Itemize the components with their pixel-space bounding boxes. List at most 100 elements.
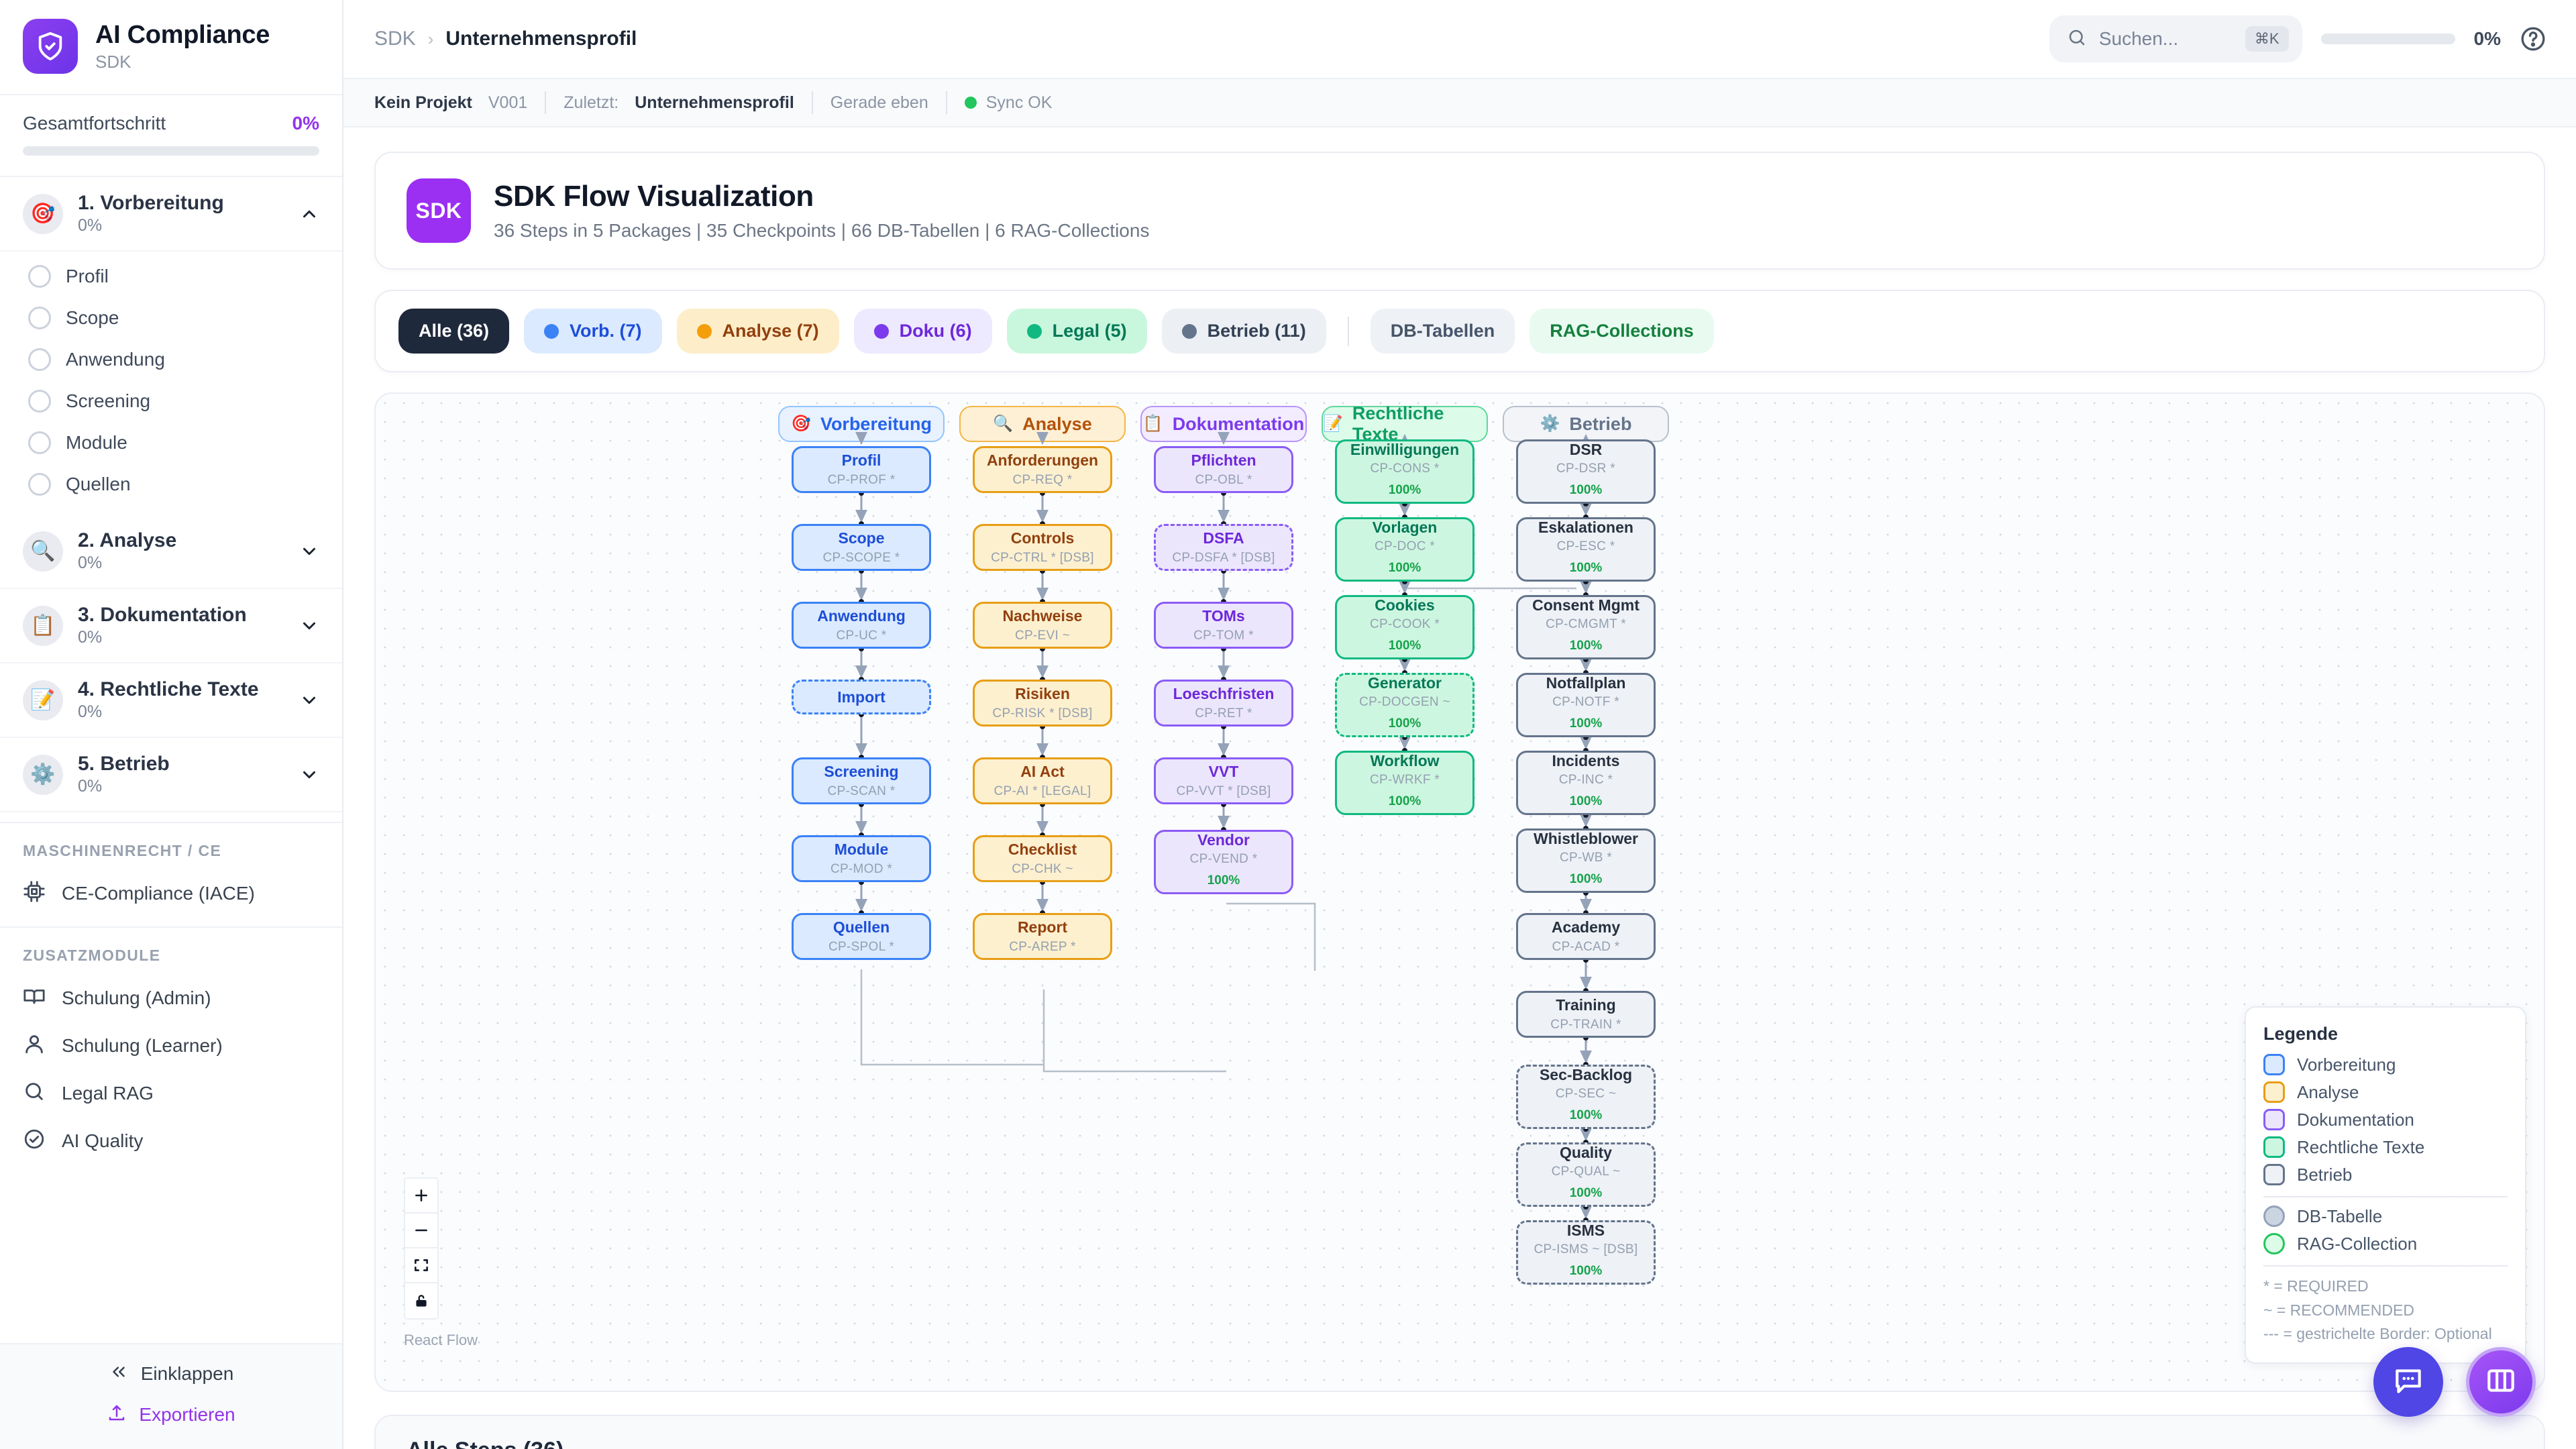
sidebar-item-module[interactable]: Module (0, 422, 342, 464)
book-icon (23, 985, 46, 1011)
filter-chip-rag-collections[interactable]: RAG-Collections (1529, 309, 1714, 354)
filter-chip-betrieb-11[interactable]: Betrieb (11) (1161, 309, 1326, 354)
panel-fab[interactable] (2466, 1347, 2536, 1417)
sidebar-phase-percent: 0% (78, 553, 103, 572)
content-scroll: SDK SDK Flow Visualization 36 Steps in 5… (343, 127, 2576, 1449)
sidebar-item-quellen[interactable]: Quellen (0, 464, 342, 505)
sidebar-item-label: Anwendung (66, 349, 165, 370)
sidebar-item-scope[interactable]: Scope (0, 297, 342, 339)
flow-node-title: Academy (1551, 918, 1621, 936)
chevron-down-icon[interactable] (299, 765, 319, 785)
chevron-down-icon[interactable] (299, 541, 319, 561)
sidebar-brand[interactable]: AI Compliance SDK (0, 0, 342, 95)
filter-chip-db-tabellen[interactable]: DB-Tabellen (1370, 309, 1515, 354)
chevron-down-icon[interactable] (299, 616, 319, 636)
sidebar-item-legal-rag[interactable]: Legal RAG (0, 1069, 342, 1117)
filter-chip-vorb-7[interactable]: Vorb. (7) (524, 309, 662, 354)
breadcrumb-root[interactable]: SDK (374, 28, 416, 50)
chevron-down-icon[interactable] (299, 690, 319, 710)
sidebar-item-schulung-admin[interactable]: Schulung (Admin) (0, 974, 342, 1022)
filter-chip-legal-5[interactable]: Legal (5) (1006, 309, 1147, 354)
zoom-in-button[interactable] (405, 1179, 437, 1214)
flow-node-import[interactable]: Import (792, 680, 931, 714)
chevron-right-icon: › (427, 28, 434, 49)
sidebar-item-schulung-learner[interactable]: Schulung (Learner) (0, 1022, 342, 1069)
chevron-up-icon[interactable] (299, 204, 319, 224)
search-input[interactable]: Suchen... ⌘K (2049, 15, 2302, 62)
flow-viewport[interactable]: 🎯Vorbereitung🔍Analyse📋Dokumentation📝Rech… (376, 394, 2544, 1391)
zoom-out-button[interactable] (405, 1214, 437, 1248)
export-button[interactable]: Exportieren (107, 1403, 235, 1426)
shield-check-icon (23, 19, 78, 74)
sidebar-item-profil[interactable]: Profil (0, 256, 342, 297)
filter-chip-doku-6[interactable]: Doku (6) (853, 309, 992, 354)
sidebar-item-ce-compliance[interactable]: CE-Compliance (IACE) (0, 869, 342, 917)
lock-button[interactable] (405, 1283, 437, 1318)
flow-zoom-controls[interactable] (404, 1177, 439, 1320)
flow-node-percent: 100% (1388, 561, 1421, 576)
filter-bar: Alle (36) Vorb. (7) Analyse (7) Doku (6) Leg… (374, 290, 2545, 372)
question-circle-icon[interactable] (2520, 25, 2546, 52)
legend-item-rechtliche-texte: Rechtliche Texte (2263, 1136, 2508, 1159)
filter-chip-analyse-7[interactable]: Analyse (7) (676, 309, 839, 354)
flow-node-code: CP-CHK ~ (1012, 861, 1073, 876)
sidebar-item-anwendung[interactable]: Anwendung (0, 339, 342, 380)
flow-node-title: Notfallplan (1546, 674, 1626, 692)
flow-node-code: CP-OBL * (1195, 472, 1252, 487)
fit-view-button[interactable] (405, 1248, 437, 1283)
flow-canvas[interactable]: 🎯Vorbereitung🔍Analyse📋Dokumentation📝Rech… (374, 392, 2545, 1392)
search-icon (2067, 28, 2087, 51)
flow-node-code: CP-SCOPE * (822, 550, 900, 565)
chip-color-dot (696, 323, 712, 339)
chevrons-left-icon (109, 1362, 129, 1385)
sidebar-item-screening[interactable]: Screening (0, 380, 342, 422)
collapse-sidebar-button[interactable]: Einklappen (109, 1362, 233, 1385)
sidebar-item-ai-quality[interactable]: AI Quality (0, 1117, 342, 1165)
flow-node-code: CP-DSR * (1556, 462, 1615, 476)
filter-chip-alle-36[interactable]: Alle (36) (398, 309, 510, 354)
legend-label: Vorbereitung (2297, 1054, 2396, 1075)
chat-fab[interactable] (2373, 1347, 2443, 1417)
